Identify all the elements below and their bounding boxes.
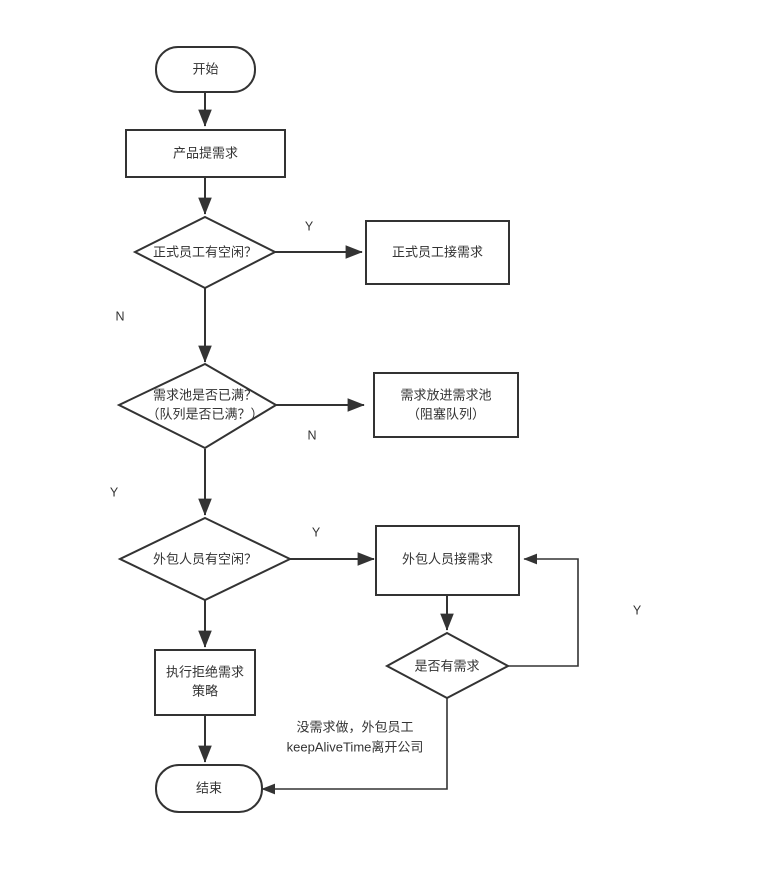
edge-has-request-no-to-end (261, 698, 448, 795)
put-into-pool-label-line1: 需求放进需求池 (400, 387, 491, 402)
staff-take-label: 正式员工接需求 (392, 244, 483, 259)
reject-policy-label-line1: 执行拒绝需求 (166, 664, 244, 679)
outsource-take-shape (375, 525, 520, 596)
edge-label-staff-no: N (115, 309, 124, 323)
put-into-pool-shape (373, 372, 519, 438)
node-staff-idle[interactable]: 正式员工有空闲？ (132, 215, 278, 290)
end-shape (155, 764, 263, 813)
product-request-label: 产品提需求 (173, 145, 238, 160)
edge-label-loop-yes: Y (633, 603, 642, 617)
pool-full-shape (116, 362, 278, 450)
pool-full-label-line1: 需求池是否已满？ (153, 387, 257, 402)
outsource-idle-label: 外包人员有空闲？ (153, 551, 257, 566)
edge-label-outsource-yes: Y (312, 525, 321, 539)
node-pool-full[interactable]: 需求池是否已满？ （队列是否已满？） (116, 362, 278, 450)
edge-label-pool-no: N (307, 428, 316, 442)
end-label: 结束 (196, 780, 222, 795)
pool-full-label-line2: （队列是否已满？） (146, 406, 263, 421)
product-request-shape (125, 129, 286, 178)
node-outsource-idle[interactable]: 外包人员有空闲？ (117, 516, 293, 602)
reject-policy-label-line2: 策略 (192, 683, 218, 698)
node-start[interactable]: 开始 (155, 46, 256, 93)
start-label: 开始 (192, 61, 218, 76)
staff-take-shape (365, 220, 510, 285)
outsource-idle-shape (117, 516, 293, 602)
edge-has-request-yes-loop-to-outsource-take (508, 553, 579, 667)
put-into-pool-label-line2: （阻塞队列） (407, 406, 485, 421)
annotation-keepalive-note: 没需求做，外包员工 keepAliveTime离开公司 (287, 719, 424, 754)
staff-idle-label: 正式员工有空闲？ (153, 244, 257, 259)
node-reject-policy[interactable]: 执行拒绝需求 策略 (154, 649, 256, 716)
outsource-take-label: 外包人员接需求 (402, 551, 493, 566)
node-product-request[interactable]: 产品提需求 (125, 129, 286, 178)
node-staff-take[interactable]: 正式员工接需求 (365, 220, 510, 285)
start-shape (155, 46, 256, 93)
node-outsource-take[interactable]: 外包人员接需求 (375, 525, 520, 596)
annotation-line2: keepAliveTime离开公司 (287, 739, 424, 754)
node-put-into-pool[interactable]: 需求放进需求池 （阻塞队列） (373, 372, 519, 438)
node-has-request[interactable]: 是否有需求 (384, 631, 511, 700)
staff-idle-shape (132, 215, 278, 290)
edge-label-pool-yes: Y (110, 485, 119, 499)
has-request-shape (384, 631, 511, 700)
has-request-label: 是否有需求 (414, 658, 479, 673)
edge-label-staff-yes: Y (305, 219, 314, 233)
annotation-line1: 没需求做，外包员工 (296, 719, 413, 734)
reject-policy-shape (154, 649, 256, 716)
node-end[interactable]: 结束 (155, 764, 263, 813)
